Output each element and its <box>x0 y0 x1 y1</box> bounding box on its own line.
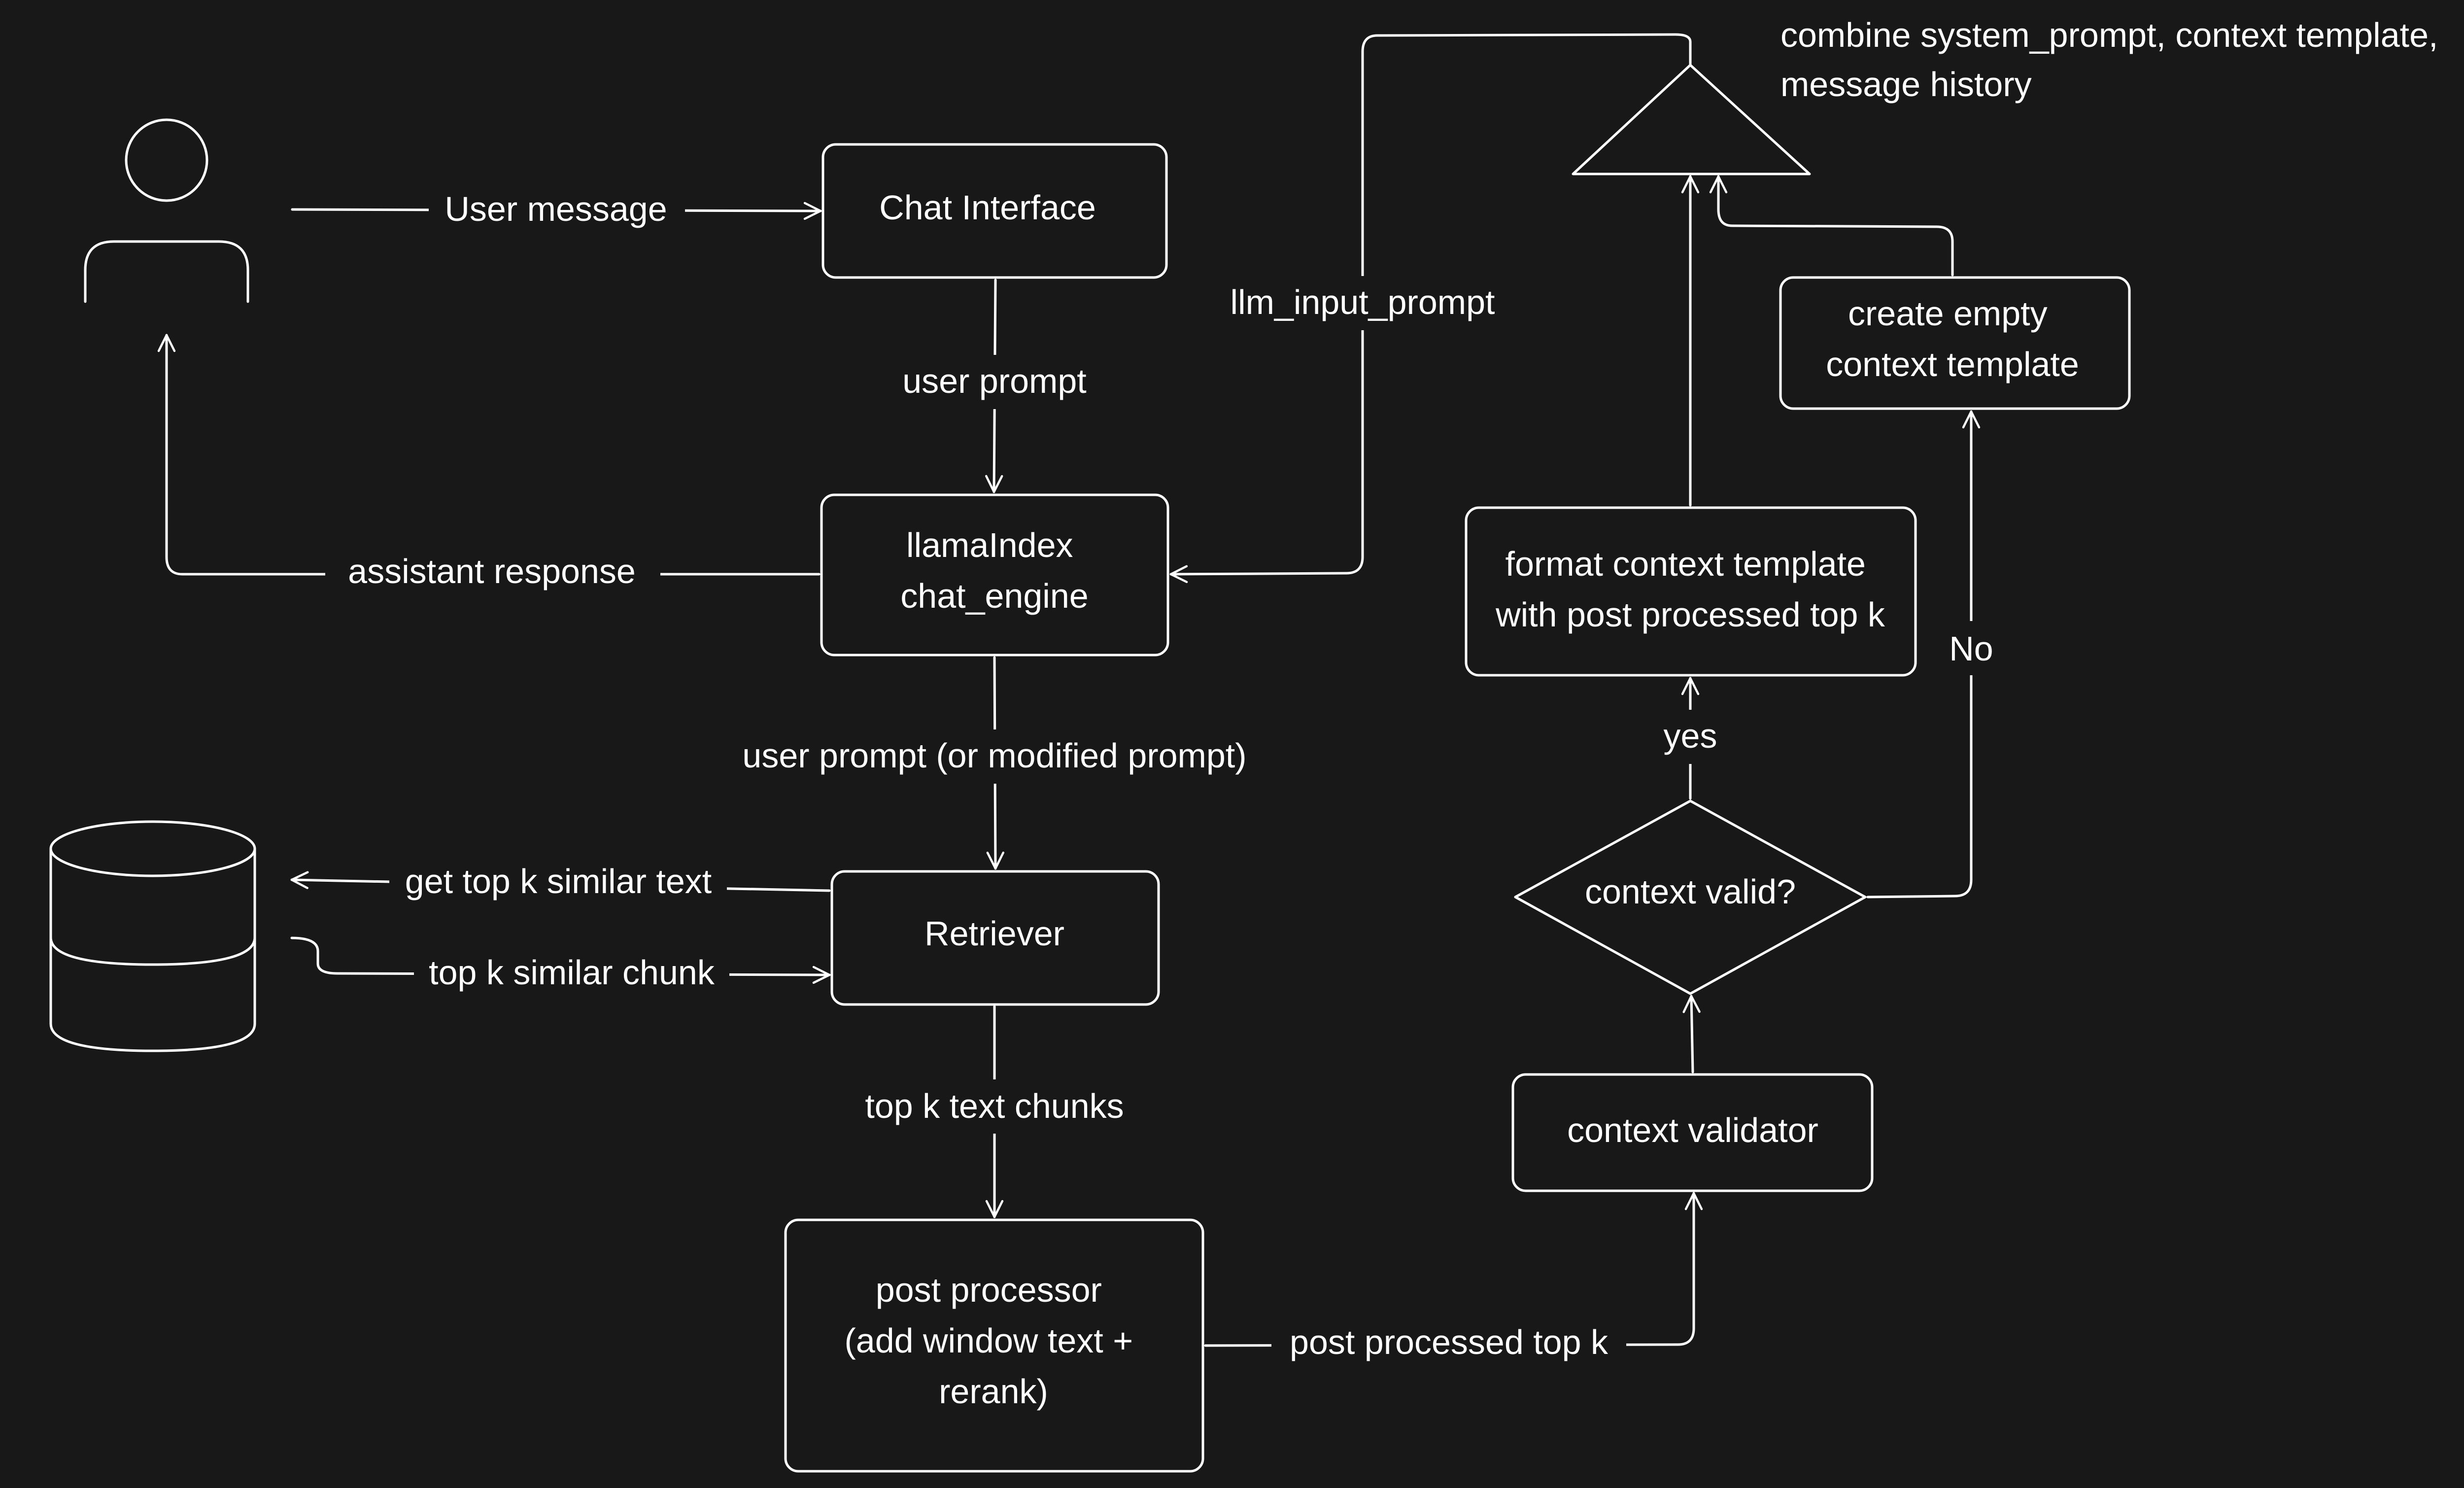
edge-no <box>1866 410 1981 899</box>
edge-llm-input-prompt <box>1169 33 1692 584</box>
edge-top-k-chunk <box>290 936 831 984</box>
chat-engine-line-1: llamaIndex <box>906 526 1073 564</box>
database-icon <box>49 820 256 1052</box>
chat-engine-label: llamaIndex chat_engine <box>900 526 1088 615</box>
triangle-combine-icon <box>1572 64 1811 175</box>
format-context-box <box>1465 506 1917 677</box>
combine-note: combine system_prompt, context template,… <box>1780 16 2448 104</box>
context-validator-label: context validator <box>1567 1111 1818 1149</box>
context-valid-diamond <box>1514 799 1867 995</box>
combine-note-line-1: combine system_prompt, context template, <box>1780 16 2438 54</box>
create-empty-box <box>1779 276 2131 410</box>
create-empty-line-2: context template <box>1826 345 2079 383</box>
retriever-box <box>830 870 1160 1006</box>
edge-llm-input-prompt-label: llm_input_prompt <box>1231 283 1495 321</box>
edge-validator-to-decision <box>1682 995 1701 1073</box>
combine-note-line-2: message history <box>1780 65 2032 104</box>
edge-post-processed-top-k-label: post processed top k <box>1290 1323 1608 1361</box>
chat-interface-box <box>821 143 1168 279</box>
format-context-line-2: with post processed top k <box>1495 595 1885 634</box>
edge-top-k-text-chunks-label: top k text chunks <box>865 1087 1124 1125</box>
post-processor-line-2: (add window text + <box>844 1321 1133 1360</box>
edge-user-message-label: User message <box>445 190 667 228</box>
post-processor-box <box>784 1218 1204 1473</box>
edge-user-prompt-label: user prompt <box>902 362 1086 400</box>
context-valid-label: context valid? <box>1585 872 1796 911</box>
edge-assistant-response-label: assistant response <box>348 552 636 590</box>
edge-no-label: No <box>1949 629 1993 668</box>
create-empty-label: create empty context template <box>1826 294 2079 383</box>
edge-top-k-chunk-label: top k similar chunk <box>429 953 715 992</box>
user-icon <box>84 118 249 303</box>
edge-empty-to-combine <box>1709 175 1954 277</box>
format-context-line-1: format context template <box>1506 545 1866 583</box>
edge-user-prompt-modified-label: user prompt (or modified prompt) <box>742 736 1246 775</box>
post-processor-label: post processor (add window text + rerank… <box>844 1271 1142 1411</box>
edge-post-processed-top-k <box>1204 1192 1703 1347</box>
chat-interface-label: Chat Interface <box>879 188 1096 227</box>
context-validator-box <box>1511 1073 1874 1192</box>
post-processor-line-3: rerank) <box>939 1372 1048 1411</box>
edge-get-top-k-label: get top k similar text <box>405 862 712 900</box>
chat-engine-line-2: chat_engine <box>900 577 1088 615</box>
post-processor-line-1: post processor <box>876 1271 1102 1309</box>
edge-yes-label: yes <box>1664 717 1717 755</box>
chat-engine-box <box>820 493 1169 657</box>
retriever-label: Retriever <box>924 914 1064 953</box>
format-context-label: format context template with post proces… <box>1495 545 1885 634</box>
create-empty-line-1: create empty <box>1848 294 2048 333</box>
edge-assistant-response <box>157 334 821 576</box>
